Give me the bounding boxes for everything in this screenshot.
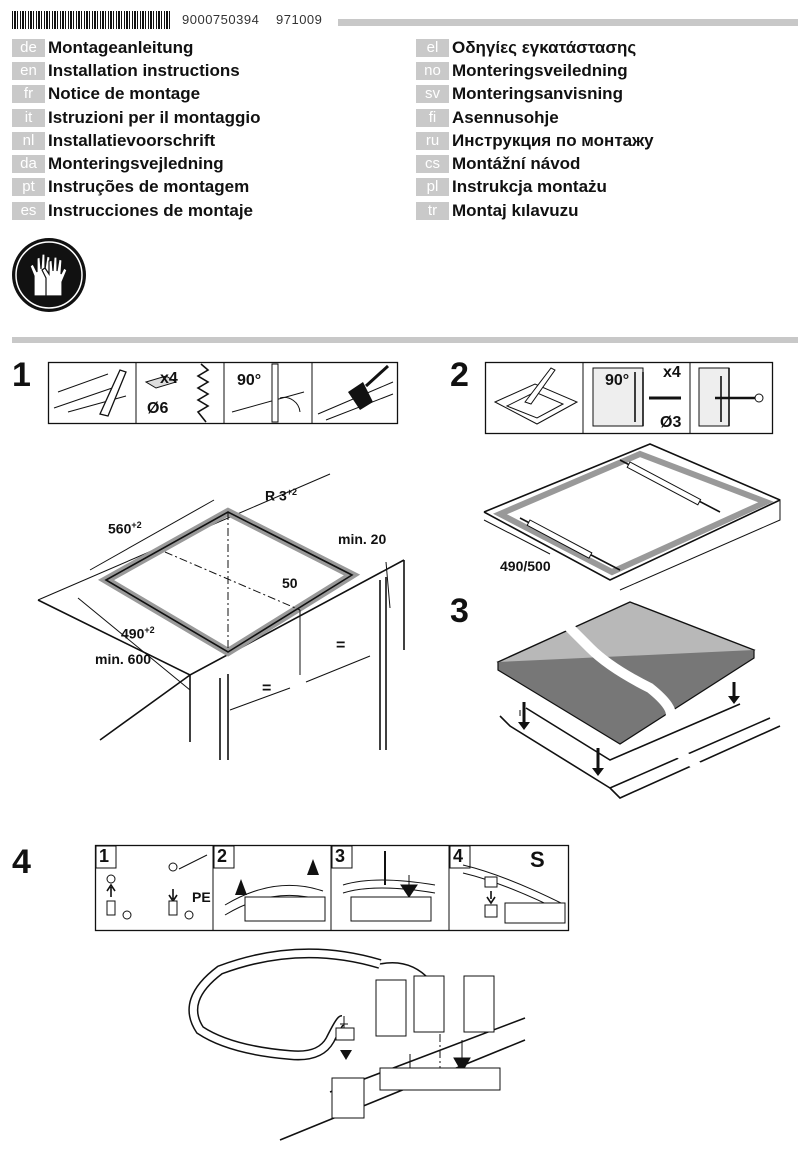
dim-min-20: min. 20 xyxy=(338,531,387,547)
language-title: Instruções de montagem xyxy=(48,177,250,197)
dim-cutout-depth: 490+2 xyxy=(121,625,155,642)
language-title: Installation instructions xyxy=(48,60,240,80)
pe-label: PE xyxy=(192,889,211,905)
tool-angle-label: 90° xyxy=(237,372,262,389)
language-code-badge: nl xyxy=(12,131,45,150)
document-number: 9000750394 xyxy=(182,12,260,27)
language-title: Notice de montage xyxy=(48,84,201,104)
substep-4: 4 xyxy=(453,846,464,866)
language-code-badge: ru xyxy=(416,131,449,150)
language-title: Monteringsvejledning xyxy=(48,154,224,174)
step-number-4: 4 xyxy=(12,843,31,881)
equal-mark-right: = xyxy=(336,637,346,654)
substep-2: 2 xyxy=(217,846,228,866)
protective-gloves-icon xyxy=(12,238,86,312)
document-date-code: 971009 xyxy=(276,12,323,27)
substep-1: 1 xyxy=(99,846,110,866)
language-code-badge: da xyxy=(12,155,45,174)
language-title: Инструкция по монтажу xyxy=(452,130,654,150)
language-title: Οδηγίες εγκατάστασης xyxy=(452,37,637,57)
language-code-badge: pl xyxy=(416,178,449,197)
language-title: Montageanleitung xyxy=(48,37,194,57)
equal-mark-left: = xyxy=(262,680,272,697)
connection-step-strip xyxy=(94,844,570,932)
language-code-badge: no xyxy=(416,61,449,80)
barcode xyxy=(12,11,172,29)
hob-insertion-drawing xyxy=(496,601,781,799)
language-title: Montaj kılavuzu xyxy=(452,200,579,220)
step2-tool-screw-count: x4 xyxy=(663,364,681,381)
step2-tool-angle: 90° xyxy=(605,372,630,389)
language-title: Monteringsveiledning xyxy=(452,60,628,80)
header-rule xyxy=(338,19,798,26)
step2-tool-strip xyxy=(484,361,774,435)
language-code-badge: it xyxy=(12,108,45,127)
step-number-2: 2 xyxy=(450,356,469,394)
language-code-badge: es xyxy=(12,201,45,220)
language-title: Istruzioni per il montaggio xyxy=(48,107,261,127)
substep-3: 3 xyxy=(335,846,346,866)
strain-relief-label: S xyxy=(530,847,545,872)
language-code-badge: el xyxy=(416,38,449,57)
bracket-mounting-drawing xyxy=(483,443,781,591)
language-code-badge: tr xyxy=(416,201,449,220)
language-code-badge: sv xyxy=(416,85,449,104)
mains-cable-connection-drawing xyxy=(188,948,526,1141)
dim-cutout-width: 560+2 xyxy=(108,520,142,537)
language-code-badge: pt xyxy=(12,178,45,197)
step-number-1: 1 xyxy=(12,356,31,394)
language-code-badge: en xyxy=(12,61,45,80)
language-title: Installatievoorschrift xyxy=(48,130,216,150)
step2-tool-drill-diameter: Ø3 xyxy=(660,414,682,431)
worktop-cutout-drawing xyxy=(37,473,405,760)
language-code-badge: cs xyxy=(416,155,449,174)
tool-drill-diameter: Ø6 xyxy=(147,400,169,417)
language-code-badge: de xyxy=(12,38,45,57)
step1-tool-strip xyxy=(47,361,399,425)
language-title: Monteringsanvisning xyxy=(452,84,623,104)
tool-screw-count: x4 xyxy=(160,370,178,387)
language-title: Instrukcja montażu xyxy=(452,177,607,197)
language-code-badge: fi xyxy=(416,108,449,127)
dim-corner-radius: R 3+2 xyxy=(265,487,298,504)
section-separator xyxy=(12,337,798,343)
language-title: Instrucciones de montaje xyxy=(48,200,253,220)
language-code-badge: fr xyxy=(12,85,45,104)
language-title: Asennusohje xyxy=(452,107,559,127)
step-number-3: 3 xyxy=(450,592,469,630)
dim-bracket-distance: 490/500 xyxy=(500,558,551,574)
dim-min-600: min. 600 xyxy=(95,651,152,667)
dim-front-distance: 50 xyxy=(282,575,298,591)
language-title: Montážní návod xyxy=(452,154,581,174)
